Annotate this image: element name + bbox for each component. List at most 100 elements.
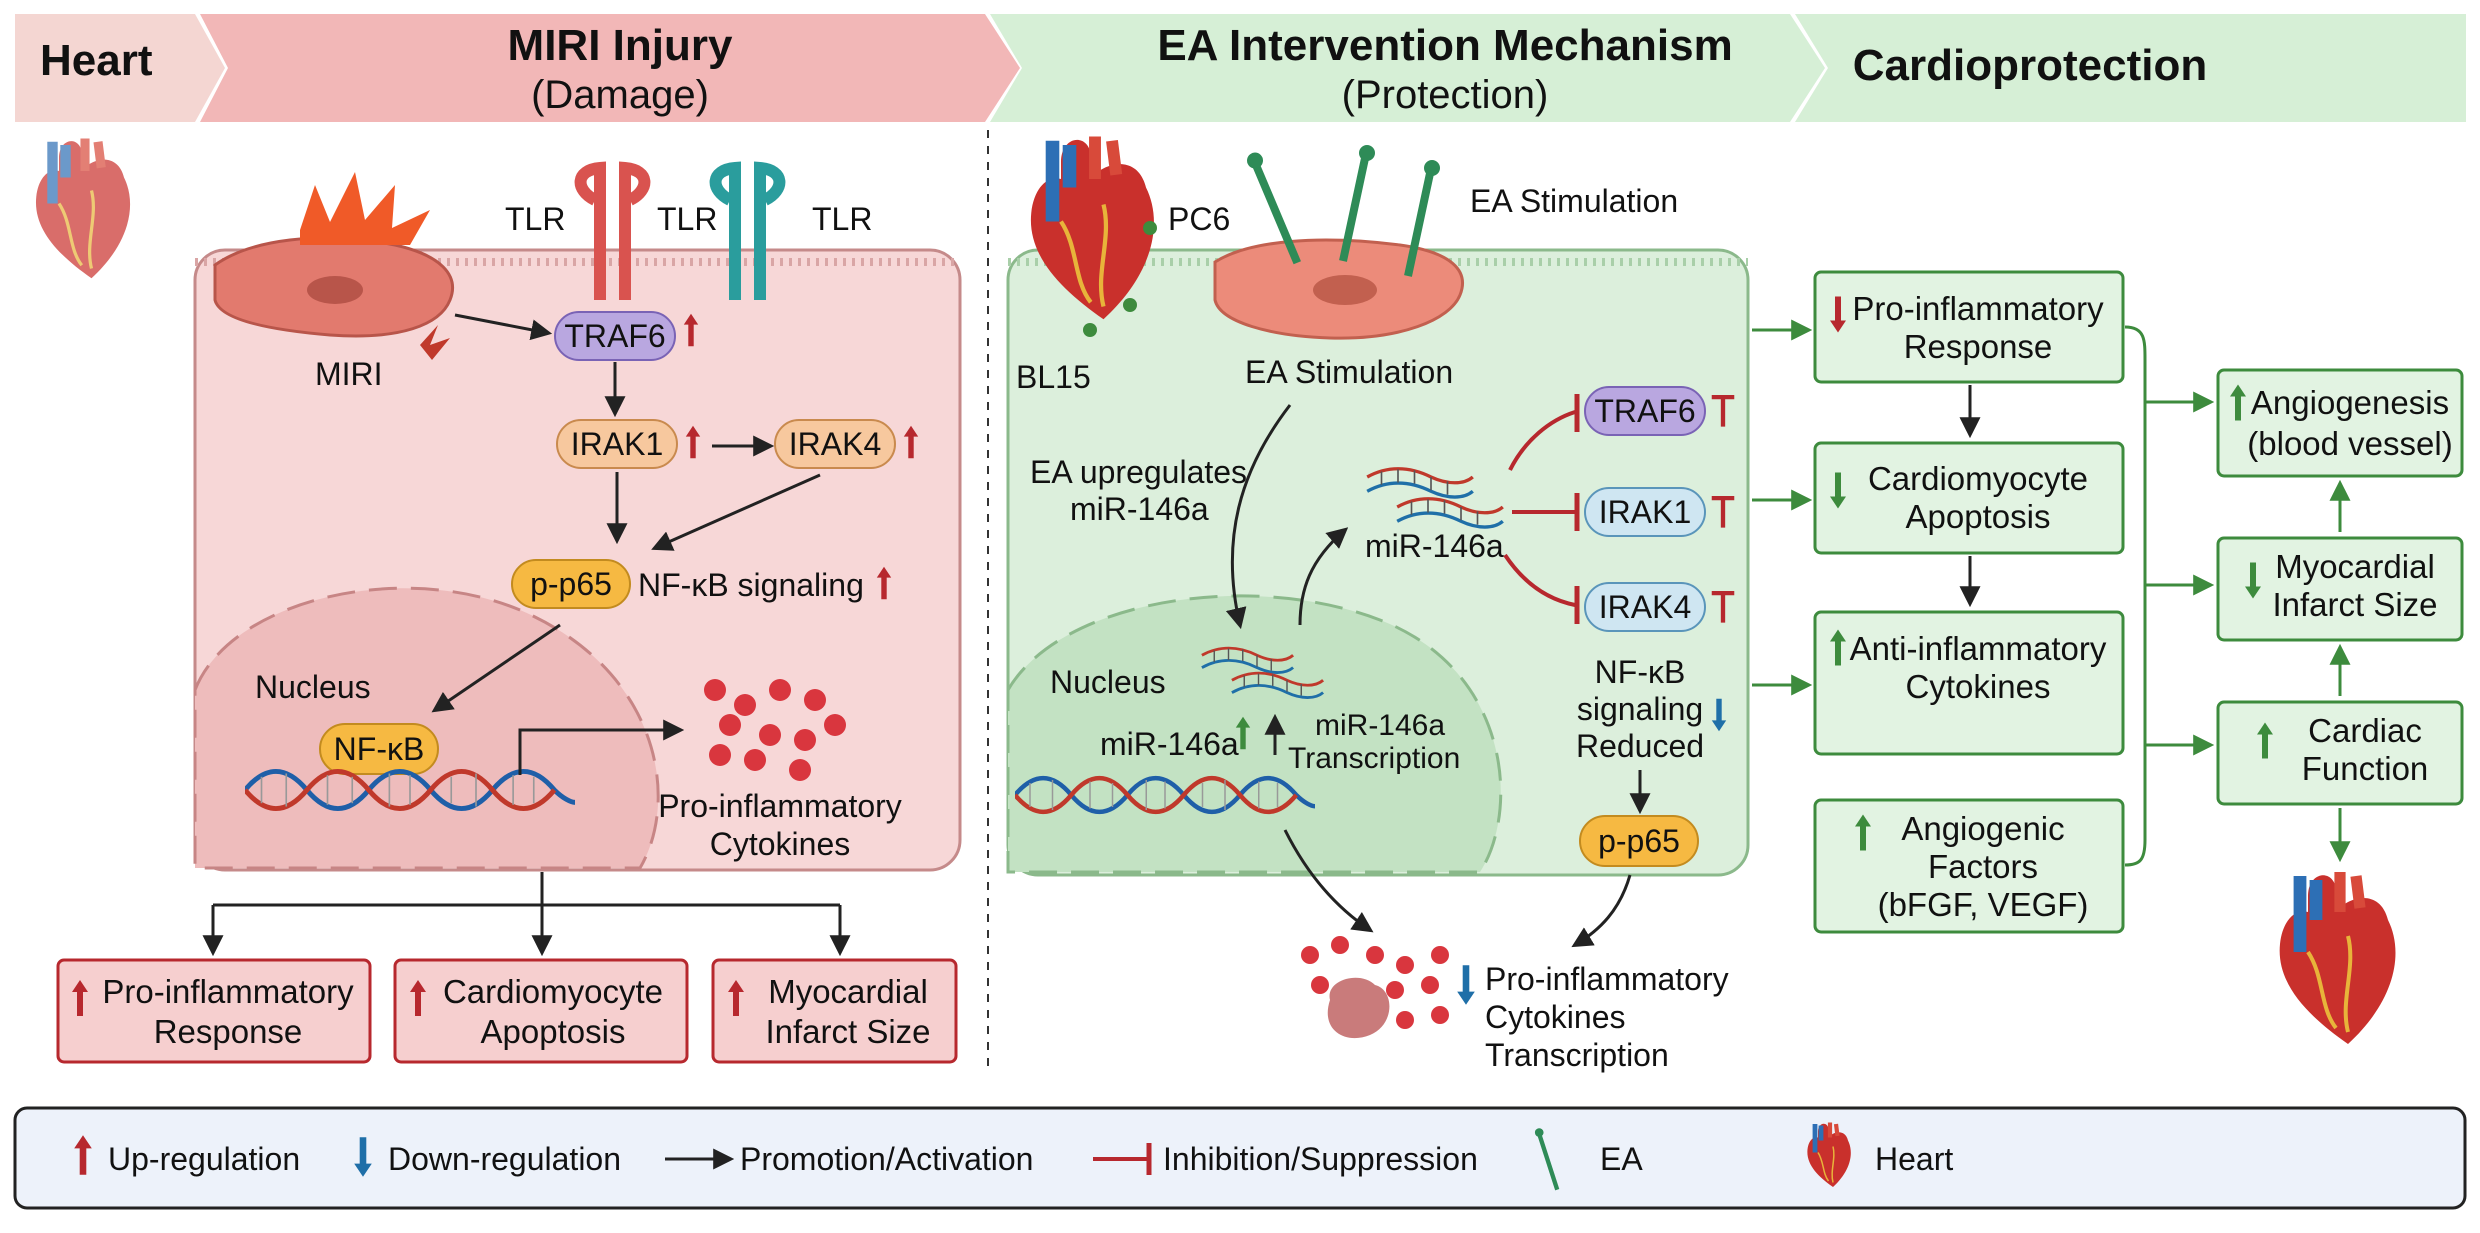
- cardio-box-3-line1: Anti-inflammatory: [1850, 630, 2107, 667]
- cardio-panel: Pro-inflammatory Response Cardiomyocyte …: [1752, 270, 2464, 1044]
- miri-irak4-node: [774, 419, 896, 469]
- cardio-box-1-line1: Pro-inflammatory: [1852, 290, 2104, 327]
- banner-heart-chevron: [15, 14, 225, 122]
- ea-cytokine-dots-icon: [1301, 936, 1449, 1029]
- miri-nfkb-signaling-label: NF-κB signaling: [638, 567, 864, 603]
- injury-burst-icon: [300, 172, 430, 245]
- ea-stimulation-cell-label: EA Stimulation: [1245, 354, 1453, 390]
- banner-miri-title: MIRI Injury: [508, 21, 733, 70]
- banner-cardio-chevron: [1795, 14, 2466, 122]
- miri-traf6-node: [554, 311, 676, 361]
- ea-down-line1: Pro-inflammatory: [1485, 961, 1729, 997]
- cardio-right-2-line1: Myocardial: [2275, 548, 2435, 585]
- lightning-icon: [420, 325, 450, 360]
- legend-up-label: Up-regulation: [108, 1141, 300, 1177]
- ea-traf6-node: [1584, 386, 1706, 436]
- ea-mir-nucleus-label: miR-146a: [1100, 726, 1239, 762]
- miri-irak1-label: IRAK1: [571, 426, 663, 462]
- dying-cell-icon: [1327, 977, 1390, 1039]
- cardio-box-pro-inflammatory: Pro-inflammatory Response: [1813, 270, 2125, 384]
- ea-stimulation-top-label: EA Stimulation: [1470, 183, 1678, 219]
- ea-panel: PC6 BL15 EA Stimulation EA Stimulation E…: [1006, 137, 1750, 1073]
- legend-ea-label: EA: [1600, 1141, 1643, 1177]
- miri-outcome-1-line1: Pro-inflammatory: [102, 973, 354, 1010]
- ea-nucleus: [1006, 594, 1503, 874]
- banner-heart-label: Heart: [40, 36, 153, 85]
- cardio-box-1-line2: Response: [1904, 328, 2053, 365]
- banner-miri-subtitle: (Damage): [531, 73, 709, 117]
- cardio-box-3-line2: Cytokines: [1906, 668, 2051, 705]
- cardio-right-cardiac-function: Cardiac Function: [2216, 700, 2464, 806]
- cardio-box-apoptosis: Cardiomyocyte Apoptosis: [1813, 441, 2125, 555]
- ea-nucleus-label: Nucleus: [1050, 664, 1166, 700]
- banner-ea-chevron: [990, 14, 1825, 122]
- legend-box: [13, 1106, 2467, 1210]
- tlr-label-1: TLR: [505, 201, 565, 237]
- miri-outcome-3-line1: Myocardial: [768, 973, 928, 1010]
- ea-pp65-label: p-p65: [1598, 823, 1680, 859]
- miri-irak1-node: [556, 419, 678, 469]
- cardio-box-4-line2: Factors: [1928, 848, 2038, 885]
- heart-illustration-icon: [36, 139, 130, 279]
- cardio-right-2-line2: Infarct Size: [2272, 586, 2437, 623]
- ea-nfkb-line3: Reduced: [1576, 728, 1704, 764]
- miri-outcome-apoptosis: Cardiomyocyte Apoptosis: [393, 958, 689, 1064]
- cardio-box-anti-inflammatory: Anti-inflammatory Cytokines: [1813, 610, 2125, 756]
- miri-nucleus-label: Nucleus: [255, 669, 371, 705]
- ea-pp65-node: [1579, 815, 1699, 867]
- cardio-box-4-line1: Angiogenic: [1901, 810, 2064, 847]
- cardio-box-4-line3: (bFGF, VEGF): [1878, 886, 2089, 923]
- cardio-right-1-line1: Angiogenesis: [2251, 384, 2449, 421]
- legend: Up-regulation Down-regulation Promotion/…: [13, 1106, 2467, 1210]
- miri-pp65-label: p-p65: [530, 566, 612, 602]
- ea-down-line3: Transcription: [1485, 1037, 1669, 1073]
- ea-mir-top-label: miR-146a: [1365, 528, 1504, 564]
- cardio-right-angiogenesis: Angiogenesis (blood vessel): [2216, 368, 2464, 478]
- legend-promotion-label: Promotion/Activation: [740, 1141, 1033, 1177]
- ea-traf6-label: TRAF6: [1594, 393, 1695, 429]
- miri-nfkb-node: [319, 723, 439, 775]
- pc6-label: PC6: [1168, 201, 1230, 237]
- miri-cytokines-line2: Cytokines: [710, 826, 851, 862]
- cardio-box-angiogenic: Angiogenic Factors (bFGF, VEGF): [1813, 798, 2125, 934]
- ea-upregulates-line1: EA upregulates: [1030, 454, 1247, 490]
- cardio-right-3-line2: Function: [2302, 750, 2429, 787]
- legend-heart-label: Heart: [1875, 1141, 1953, 1177]
- miri-outcome-infarct: Myocardial Infarct Size: [711, 958, 958, 1064]
- banner-ea-title: EA Intervention Mechanism: [1157, 21, 1732, 70]
- miri-panel: MIRI TLR TLR TLR TRAF6 IRAK1 IRAK4 p-p65…: [56, 161, 962, 1064]
- cardio-right-infarct: Myocardial Infarct Size: [2216, 536, 2464, 642]
- cardio-right-1-line2: (blood vessel): [2247, 425, 2452, 462]
- banner-miri-chevron: [200, 14, 1020, 122]
- miri-nfkb-label: NF-κB: [334, 731, 425, 767]
- tlr-receptor-icon: [574, 161, 786, 300]
- miri-traf6-label: TRAF6: [564, 318, 665, 354]
- miri-outcome-1-line2: Response: [154, 1013, 303, 1050]
- miri-pp65-node: [511, 559, 631, 609]
- ea-upregulates-line2: miR-146a: [1070, 491, 1209, 527]
- miri-outcome-3-line2: Infarct Size: [765, 1013, 930, 1050]
- miri-label: MIRI: [315, 356, 383, 392]
- bl15-label: BL15: [1016, 359, 1091, 395]
- legend-inhibition-label: Inhibition/Suppression: [1163, 1141, 1478, 1177]
- ea-mir-transcription-line1: miR-146a: [1315, 709, 1445, 742]
- down-arrow-icon: [1457, 965, 1475, 1005]
- ea-irak1-label: IRAK1: [1599, 494, 1691, 530]
- ea-irak1-node: [1584, 487, 1706, 537]
- cardio-box-2-line1: Cardiomyocyte: [1868, 460, 2088, 497]
- banner: Heart MIRI Injury (Damage) EA Interventi…: [15, 14, 2466, 122]
- legend-down-label: Down-regulation: [388, 1141, 621, 1177]
- miri-cytokines-line1: Pro-inflammatory: [658, 788, 902, 824]
- banner-ea-subtitle: (Protection): [1342, 73, 1549, 117]
- ea-nfkb-line2: signaling: [1577, 691, 1703, 727]
- ea-mir-transcription-line2: Transcription: [1288, 742, 1460, 775]
- banner-cardio-title: Cardioprotection: [1853, 41, 2207, 90]
- ea-irak4-node: [1584, 582, 1706, 632]
- ea-down-line2: Cytokines: [1485, 999, 1626, 1035]
- cytokine-dots-icon: [704, 679, 846, 781]
- healthy-heart-icon: [2280, 872, 2396, 1044]
- miri-outcome-pro-inflammatory: Pro-inflammatory Response: [56, 958, 372, 1064]
- miri-outcome-2-line2: Apoptosis: [481, 1013, 626, 1050]
- ea-irak4-label: IRAK4: [1599, 589, 1691, 625]
